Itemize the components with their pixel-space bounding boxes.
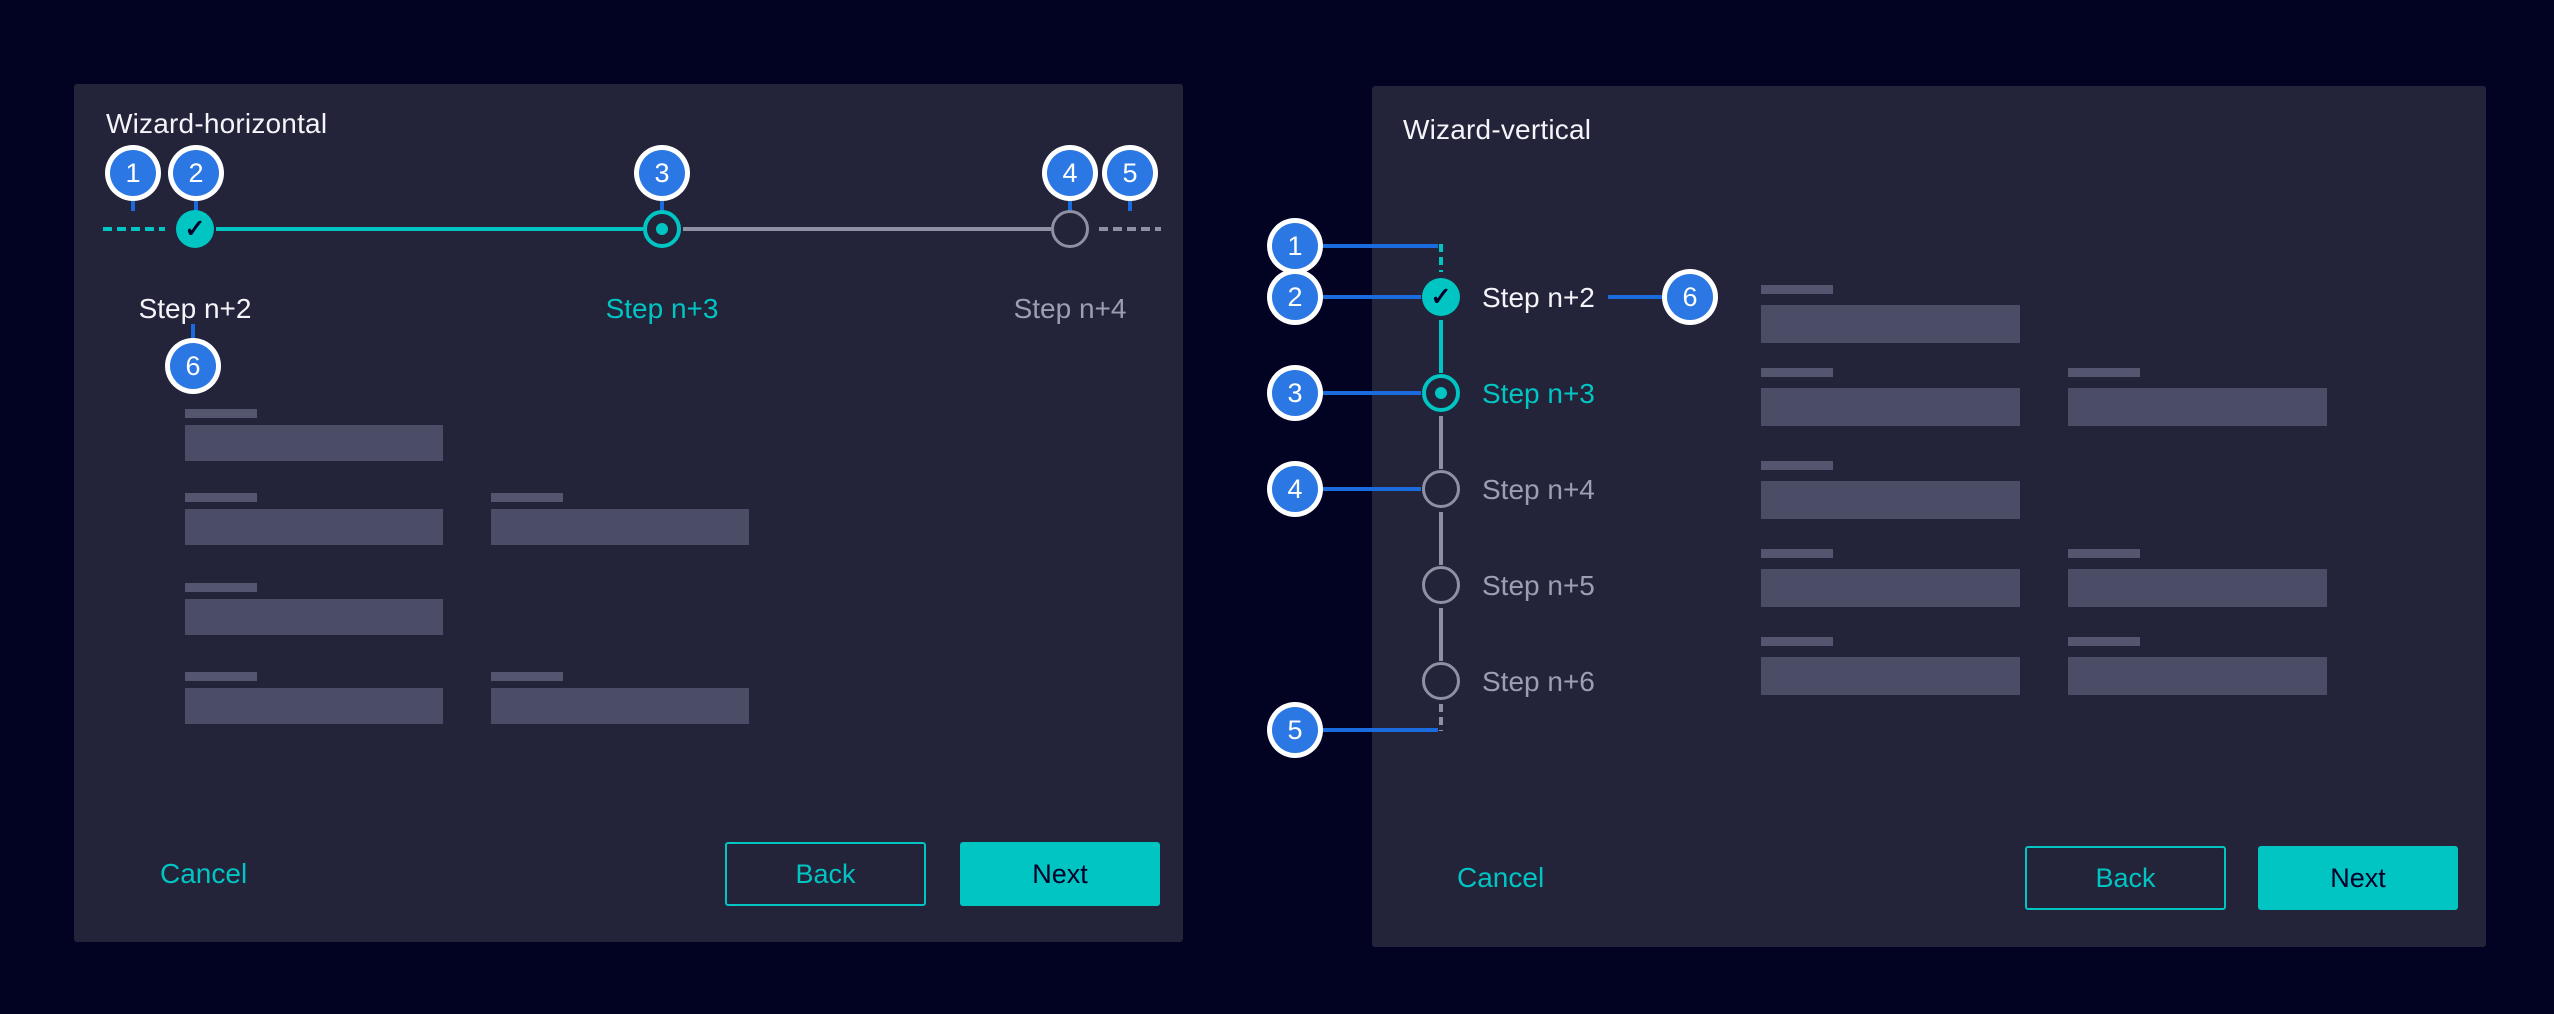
step-label-n2[interactable]: Step n+2 <box>138 293 252 324</box>
placeholder-label <box>2068 549 2140 558</box>
placeholder-input <box>185 425 443 461</box>
placeholder-label <box>185 672 257 681</box>
annotation-badge-3-horizontal: 3 <box>634 145 690 201</box>
cancel-link[interactable]: Cancel <box>1457 862 1545 893</box>
step-label-n4[interactable]: Step n+4 <box>1482 474 1595 505</box>
annotation-badge-6-horizontal: 6 <box>165 338 221 394</box>
placeholder-label <box>1761 285 1833 294</box>
annotation-badge-5-vertical: 5 <box>1267 702 1323 758</box>
placeholder-label <box>185 493 257 502</box>
placeholder-label <box>1761 461 1833 470</box>
step-upcoming-circle[interactable] <box>1422 566 1460 604</box>
back-button[interactable]: Back <box>725 842 926 906</box>
placeholder-label <box>185 409 257 418</box>
annotation-connector <box>1322 728 1438 732</box>
placeholder-input <box>491 509 749 545</box>
annotation-connector <box>1608 295 1662 299</box>
step-label-n5[interactable]: Step n+5 <box>1482 570 1595 601</box>
placeholder-input <box>1761 657 2020 695</box>
annotation-connector <box>1322 391 1421 395</box>
annotation-connector <box>1322 487 1421 491</box>
placeholder-input <box>2068 569 2327 607</box>
annotation-badge-2-vertical: 2 <box>1267 269 1323 325</box>
placeholder-label <box>185 583 257 592</box>
step-upcoming-circle[interactable] <box>1422 470 1460 508</box>
stepper-line-upcoming <box>1439 416 1443 469</box>
placeholder-label <box>491 493 563 502</box>
annotation-connector <box>1068 201 1072 211</box>
step-label-n3[interactable]: Step n+3 <box>605 293 719 324</box>
stepper-line-upcoming <box>1439 512 1443 565</box>
step-label-n4[interactable]: Step n+4 <box>1013 293 1127 324</box>
placeholder-label <box>1761 549 1833 558</box>
stepper-line-completed <box>1439 320 1443 373</box>
annotation-connector <box>660 201 664 211</box>
cancel-link[interactable]: Cancel <box>160 858 248 889</box>
step-current-circle[interactable] <box>643 210 681 248</box>
step-upcoming-circle[interactable] <box>1422 662 1460 700</box>
placeholder-label <box>491 672 563 681</box>
step-label-n3[interactable]: Step n+3 <box>1482 378 1595 409</box>
annotation-connector <box>131 201 135 211</box>
placeholder-input <box>1761 569 2020 607</box>
step-upcoming-circle[interactable] <box>1051 210 1089 248</box>
current-step-dot-icon <box>1435 387 1447 399</box>
annotation-badge-3-vertical: 3 <box>1267 365 1323 421</box>
stepper-line-upcoming <box>683 227 1051 231</box>
stepper-dash-leading <box>103 227 165 231</box>
placeholder-input <box>2068 657 2327 695</box>
placeholder-input <box>185 688 443 724</box>
placeholder-label <box>2068 368 2140 377</box>
panel-title-horizontal: Wizard-horizontal <box>106 108 328 139</box>
stepper-line-completed <box>216 227 643 231</box>
stepper-dash-leading <box>1439 244 1443 272</box>
annotation-connector <box>1322 295 1421 299</box>
panel-title-vertical: Wizard-vertical <box>1403 114 1592 145</box>
back-button[interactable]: Back <box>2025 846 2226 910</box>
placeholder-input <box>491 688 749 724</box>
annotation-badge-5-horizontal: 5 <box>1102 145 1158 201</box>
placeholder-label <box>1761 368 1833 377</box>
placeholder-input <box>185 599 443 635</box>
annotation-connector <box>1322 244 1438 248</box>
placeholder-input <box>1761 388 2020 426</box>
stepper-dash-trailing <box>1439 704 1443 731</box>
step-label-n2[interactable]: Step n+2 <box>1482 282 1595 313</box>
stepper-line-upcoming <box>1439 608 1443 661</box>
next-button[interactable]: Next <box>960 842 1160 906</box>
annotation-badge-1-vertical: 1 <box>1267 218 1323 274</box>
annotation-badge-2-horizontal: 2 <box>168 145 224 201</box>
placeholder-input <box>1761 481 2020 519</box>
annotation-connector <box>1128 201 1132 211</box>
step-current-circle[interactable] <box>1422 374 1460 412</box>
placeholder-label <box>2068 637 2140 646</box>
step-label-n6[interactable]: Step n+6 <box>1482 666 1595 697</box>
annotation-badge-4-horizontal: 4 <box>1042 145 1098 201</box>
placeholder-input <box>2068 388 2327 426</box>
step-completed-check-icon[interactable]: ✓ <box>176 210 214 248</box>
placeholder-label <box>1761 637 1833 646</box>
placeholder-input <box>185 509 443 545</box>
annotation-badge-6-vertical: 6 <box>1662 269 1718 325</box>
placeholder-input <box>1761 305 2020 343</box>
annotation-connector <box>194 201 198 211</box>
current-step-dot-icon <box>656 223 668 235</box>
next-button[interactable]: Next <box>2258 846 2458 910</box>
annotation-connector <box>191 324 195 338</box>
annotation-badge-1-horizontal: 1 <box>105 145 161 201</box>
stepper-dash-trailing <box>1099 227 1161 231</box>
step-completed-check-icon[interactable]: ✓ <box>1422 278 1460 316</box>
annotation-badge-4-vertical: 4 <box>1267 461 1323 517</box>
